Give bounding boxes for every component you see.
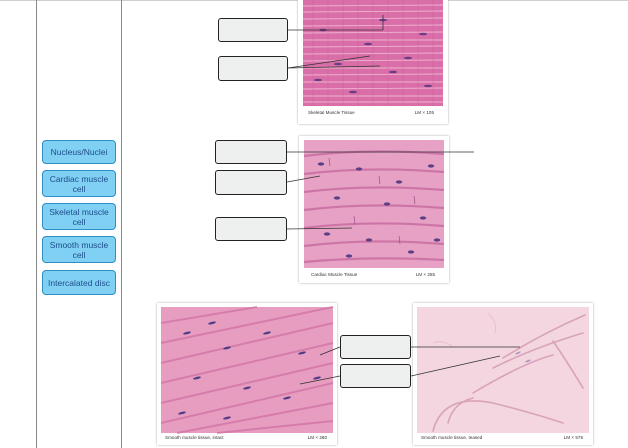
choice-smooth-muscle-cell[interactable]: Smooth muscle cell [42, 236, 116, 263]
smooth-teased-title: Smooth muscle tissue, teased [421, 435, 483, 440]
smooth-intact-micrograph: Smooth muscle tissue, intact LM × 280 [157, 303, 337, 445]
column-divider-right [121, 0, 122, 448]
column-divider-left [36, 0, 37, 448]
skeletal-title: Skeletal Muscle Tissue [308, 110, 355, 115]
choice-cardiac-muscle-cell[interactable]: Cardiac muscle cell [42, 170, 116, 197]
smooth-intact-title: Smooth muscle tissue, intact [165, 435, 224, 440]
skeletal-micrograph: Skeletal Muscle Tissue LM × 105 [298, 0, 448, 124]
smooth-label-drop-1[interactable] [340, 335, 411, 359]
choice-intercalated-disc[interactable]: Intercalated disc [42, 270, 116, 295]
skeletal-label-drop-2[interactable] [218, 56, 288, 81]
skeletal-label-drop-1[interactable] [218, 18, 288, 42]
smooth-intact-magnification: LM × 280 [307, 435, 327, 440]
cardiac-micrograph: Cardiac Muscle Tissue LM × 255 [299, 136, 449, 283]
smooth-teased-micrograph: Smooth muscle tissue, teased LM × 575 [413, 303, 593, 445]
cardiac-label-drop-2[interactable] [215, 170, 287, 195]
choice-skeletal-muscle-cell[interactable]: Skeletal muscle cell [42, 203, 116, 230]
cardiac-label-drop-3[interactable] [215, 217, 287, 241]
choice-nucleus[interactable]: Nucleus/Nuclei [42, 140, 116, 164]
cardiac-magnification: LM × 255 [415, 272, 435, 277]
cardiac-label-drop-1[interactable] [215, 140, 287, 164]
smooth-teased-magnification: LM × 575 [563, 435, 583, 440]
cardiac-title: Cardiac Muscle Tissue [311, 272, 358, 277]
skeletal-magnification: LM × 105 [414, 110, 434, 115]
smooth-label-drop-2[interactable] [340, 364, 411, 388]
